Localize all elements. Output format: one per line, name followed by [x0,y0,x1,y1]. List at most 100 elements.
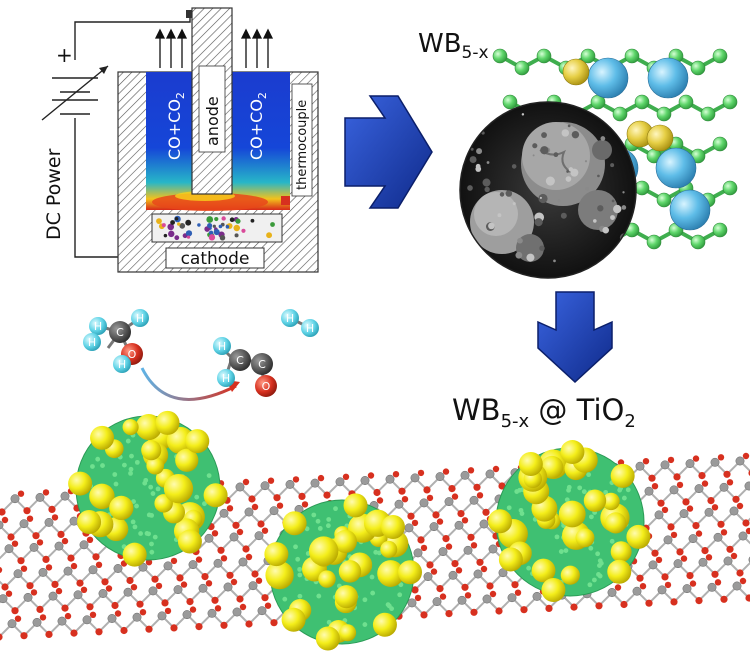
ti-atom [432,597,442,607]
o-atom [545,604,553,613]
ti-atom [444,497,454,507]
boron-node [586,472,592,478]
dopant-atom [562,58,590,86]
o-atom [342,473,350,480]
tungsten-sphere [68,471,93,496]
boron-node [597,558,603,564]
furnace-schematic: + DC Power cathode anode CO+CO2 CO+CO2 t… [41,7,319,273]
o-atom [298,492,306,500]
boron-atom [690,60,706,76]
boron-node [304,526,310,532]
boron-node [526,565,532,571]
sem-grain [565,176,572,182]
atom [229,349,251,371]
o-atom [136,600,144,608]
o-atom [620,600,628,609]
o-atom [242,545,250,553]
powder-particle [174,217,179,221]
o-atom [570,603,578,611]
sem-grain [532,154,535,157]
o-atom [1,583,9,591]
ti-atom [248,581,258,591]
boron-node [316,593,322,599]
ti-atom [607,588,617,597]
sem-grain [497,213,502,218]
ti-atom [182,610,192,620]
sem-grain [613,204,622,214]
tungsten-sphere [282,511,307,536]
atom [213,337,231,355]
ti-atom [244,507,254,517]
tungsten-sphere [372,612,397,637]
tungsten-sphere [338,560,362,583]
ti-atom [679,509,689,519]
o-atom [323,491,331,499]
exhaust-arrows [154,28,274,68]
boron-node [138,531,144,536]
powder-particle [156,218,162,224]
tungsten-sphere [185,429,210,454]
tungsten-sphere [90,425,115,450]
atom [251,353,273,375]
sem-grain [486,161,490,164]
o-atom [442,535,450,543]
sem-grain [512,202,516,206]
sem-grain [553,152,559,158]
ti-atom [188,560,198,570]
o-atom [467,533,475,541]
boron-atom [634,94,650,110]
ti-atom [107,614,117,623]
tungsten-sphere [343,493,368,518]
powder-particle [206,216,214,223]
o-atom [26,515,34,522]
ti-atom [744,481,750,491]
tungsten-sphere [265,561,294,590]
sem-grain [482,178,491,187]
o-atom [61,537,69,545]
o-atom [105,585,113,592]
boron-atom [624,48,640,64]
o-atom [701,480,709,487]
o-atom [245,620,253,628]
boron-atom [712,48,728,64]
tungsten-sphere [122,542,147,567]
powder-particle [177,222,181,226]
sem-grain [593,219,597,223]
ti-atom [335,477,345,487]
ti-atom [704,507,714,517]
arrow-down [537,291,613,384]
cathode-label: cathode [181,249,250,269]
o-atom [226,571,234,579]
o-atom [489,590,497,598]
o-atom [742,519,750,527]
o-atom [42,555,50,564]
tungsten-sphere [334,585,358,609]
tungsten-sphere [498,547,523,572]
tungsten-sphere [333,529,357,553]
o-atom [486,582,494,590]
atom-label: H [94,320,102,333]
ti-atom [360,476,370,485]
boron-node [297,593,303,599]
ti-atom [0,594,8,604]
ti-atom [232,607,242,617]
ti-atom [88,565,98,575]
o-atom [211,596,219,604]
sem-grain [488,222,495,230]
tungsten-sphere [77,509,102,534]
sem-grain [470,147,474,151]
boron-node [297,572,303,578]
tungsten-sphere [518,451,543,476]
ti-atom [63,566,73,576]
powder-particle [212,224,216,228]
sem-grain [539,196,542,199]
boron-node [317,526,323,531]
o-atom [195,623,203,631]
boron-node [362,622,368,627]
sem-micrograph [459,101,637,279]
sem-grain [597,205,604,212]
o-atom [292,476,300,483]
o-atom [711,570,719,578]
o-atom [245,553,253,561]
o-atom [251,503,259,511]
